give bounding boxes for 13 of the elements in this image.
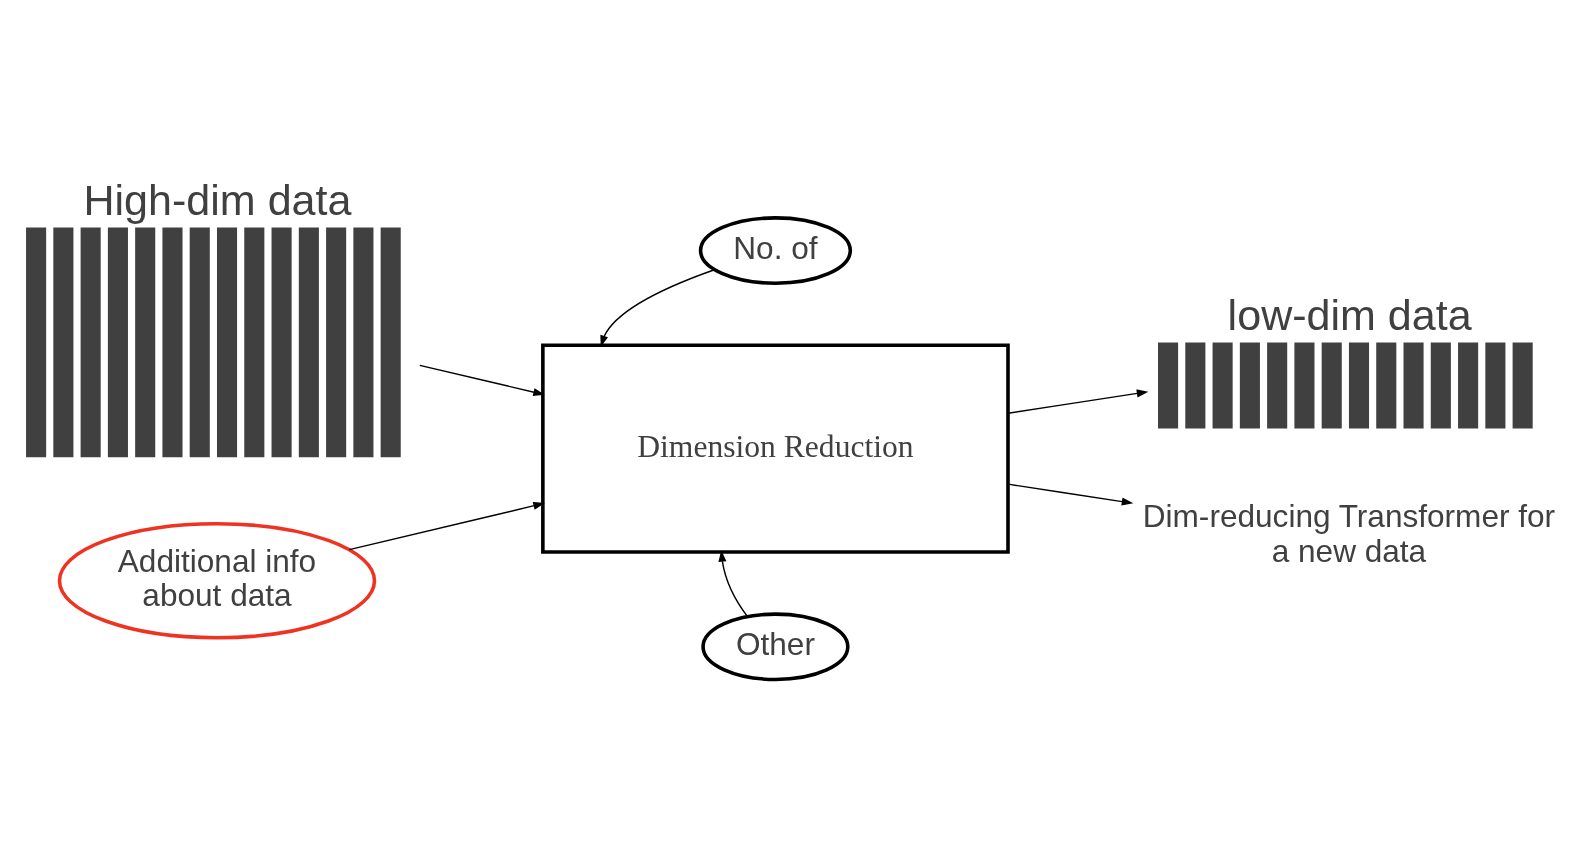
arrow xyxy=(348,501,545,550)
node-box: Dimension Reduction xyxy=(541,343,1010,554)
arrow xyxy=(600,268,716,347)
arrow xyxy=(1007,388,1149,414)
node-ellipse: No. of xyxy=(698,215,853,285)
arrow xyxy=(718,549,749,617)
node-ellipse: Additional info about data xyxy=(57,521,377,640)
node-label: High-dim data xyxy=(83,175,352,224)
node-label: low-dim data xyxy=(1227,290,1472,338)
node-text: Dim-reducing Transformer for a new data xyxy=(1142,497,1556,568)
arrow xyxy=(1007,482,1134,506)
node-ellipse: Other xyxy=(701,611,850,681)
arrow xyxy=(419,364,545,396)
